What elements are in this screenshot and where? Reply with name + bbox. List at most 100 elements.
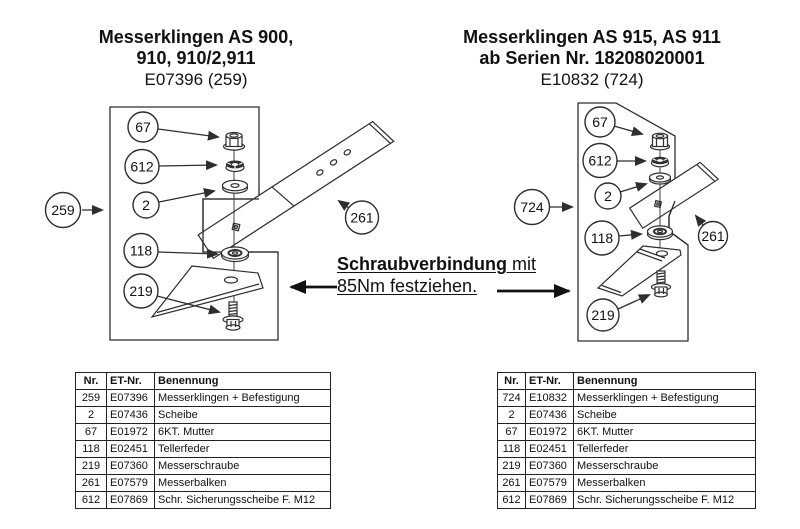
table-row: 118 E02451 Tellerfeder bbox=[75, 440, 331, 458]
svg-text:219: 219 bbox=[591, 307, 615, 323]
cell-etnr: E07436 bbox=[106, 406, 155, 424]
cell-nr: 724 bbox=[497, 389, 526, 407]
cell-nr: 67 bbox=[75, 423, 107, 441]
hex-nut-67 bbox=[222, 131, 246, 151]
left-title-line1: Messerklingen AS 900, bbox=[98, 27, 294, 47]
cell-nr: 67 bbox=[497, 423, 526, 441]
figure-border-notch bbox=[668, 200, 689, 246]
blade-screw-219 bbox=[650, 270, 672, 298]
table-row: 2 E07436 Scheibe bbox=[75, 406, 331, 424]
lock-washer-612 bbox=[225, 160, 245, 173]
col-header-benennung: Benennung bbox=[573, 372, 756, 390]
svg-text:2: 2 bbox=[142, 197, 150, 213]
svg-text:219: 219 bbox=[129, 283, 153, 299]
cell-etnr: E02451 bbox=[525, 440, 574, 458]
cell-etnr: E07869 bbox=[525, 491, 574, 509]
table-row: 259 E07396 Messerklingen + Befestigung bbox=[75, 389, 331, 407]
cell-etnr: E01972 bbox=[525, 423, 574, 441]
cell-nr: 612 bbox=[497, 491, 526, 509]
leader-arrows-right bbox=[550, 125, 707, 310]
svg-text:612: 612 bbox=[588, 153, 612, 169]
svg-text:261: 261 bbox=[350, 210, 374, 226]
table-row: 219 E07360 Messerschraube bbox=[75, 457, 331, 475]
svg-text:67: 67 bbox=[135, 119, 151, 135]
table-header-row: Nr. ET-Nr. Benennung bbox=[75, 372, 331, 390]
callout-612-left: 612 bbox=[124, 148, 160, 185]
washer-2 bbox=[221, 179, 249, 194]
callout-2-left: 2 bbox=[132, 191, 160, 219]
callout-612-right: 612 bbox=[582, 142, 618, 179]
left-title-code: E07396 (259) bbox=[144, 70, 248, 89]
col-header-benennung: Benennung bbox=[154, 372, 331, 390]
table-row: 724 E10832 Messerklingen + Befestigung bbox=[497, 389, 756, 407]
torque-note-bold: Schraubverbindung bbox=[337, 254, 508, 274]
col-header-nr: Nr. bbox=[497, 372, 526, 390]
callout-118-left: 118 bbox=[123, 232, 159, 269]
table-header-row: Nr. ET-Nr. Benennung bbox=[497, 372, 756, 390]
torque-note-arrows bbox=[289, 280, 571, 298]
svg-text:261: 261 bbox=[701, 228, 725, 244]
cell-nr: 219 bbox=[75, 457, 107, 475]
exploded-diagrams: 67 612 2 118 219 259 bbox=[44, 102, 729, 342]
table-row: 2 E07436 Scheibe bbox=[497, 406, 756, 424]
cell-nr: 118 bbox=[75, 440, 107, 458]
disc-spring-118 bbox=[646, 225, 674, 241]
lock-washer-612 bbox=[650, 156, 670, 168]
left-title: Messerklingen AS 900, 910, 910/2,911 E07… bbox=[36, 27, 356, 90]
blade-219 bbox=[150, 265, 264, 319]
svg-text:724: 724 bbox=[520, 199, 544, 215]
cell-nr: 612 bbox=[75, 491, 107, 509]
callout-724: 724 bbox=[513, 188, 551, 226]
table-row: 612 E07869 Schr. Sicherungsscheibe F. M1… bbox=[75, 491, 331, 509]
disc-spring-118 bbox=[220, 246, 250, 263]
callout-219-right: 219 bbox=[586, 298, 620, 332]
svg-text:118: 118 bbox=[130, 243, 153, 259]
diagram-right: 67 612 2 118 219 724 bbox=[513, 102, 729, 342]
cell-benennung: Messerbalken bbox=[154, 474, 331, 492]
table-row: 261 E07579 Messerbalken bbox=[497, 474, 756, 492]
cell-benennung: Messerschraube bbox=[154, 457, 331, 475]
cell-benennung: 6KT. Mutter bbox=[573, 423, 756, 441]
svg-text:612: 612 bbox=[130, 159, 154, 175]
cell-benennung: Scheibe bbox=[154, 406, 331, 424]
svg-text:259: 259 bbox=[51, 202, 75, 218]
cell-benennung: Messerklingen + Befestigung bbox=[573, 389, 756, 407]
cell-benennung: Messerklingen + Befestigung bbox=[154, 389, 331, 407]
diagram-left: 67 612 2 118 219 259 bbox=[44, 106, 395, 341]
col-header-nr: Nr. bbox=[75, 372, 107, 390]
cell-etnr: E07436 bbox=[525, 406, 574, 424]
hex-nut-67 bbox=[649, 132, 671, 151]
callout-259: 259 bbox=[44, 191, 82, 229]
cell-benennung: Schr. Sicherungsscheibe F. M12 bbox=[154, 491, 331, 509]
cell-etnr: E07360 bbox=[106, 457, 155, 475]
parts-table-right: Nr. ET-Nr. Benennung 724 E10832 Messerkl… bbox=[497, 372, 756, 509]
svg-text:118: 118 bbox=[591, 230, 614, 246]
cell-etnr: E07579 bbox=[106, 474, 155, 492]
blade-bar-261 bbox=[628, 161, 720, 230]
cell-etnr: E10832 bbox=[525, 389, 574, 407]
cell-benennung: Schr. Sicherungsscheibe F. M12 bbox=[573, 491, 756, 509]
cell-benennung: Scheibe bbox=[573, 406, 756, 424]
table-row: 219 E07360 Messerschraube bbox=[497, 457, 756, 475]
torque-note-line1: Schraubverbindung mit bbox=[337, 254, 536, 276]
cell-nr: 261 bbox=[497, 474, 526, 492]
table-row: 67 E01972 6KT. Mutter bbox=[497, 423, 756, 441]
cell-nr: 259 bbox=[75, 389, 107, 407]
right-title-code: E10832 (724) bbox=[540, 70, 644, 89]
blade-219 bbox=[596, 245, 682, 297]
svg-text:2: 2 bbox=[604, 188, 612, 204]
cell-benennung: Tellerfeder bbox=[573, 440, 756, 458]
table-row: 67 E01972 6KT. Mutter bbox=[75, 423, 331, 441]
cell-etnr: E07396 bbox=[106, 389, 155, 407]
torque-note-rest: mit bbox=[507, 254, 537, 274]
cell-nr: 2 bbox=[75, 406, 107, 424]
svg-text:67: 67 bbox=[592, 114, 608, 130]
table-row: 118 E02451 Tellerfeder bbox=[497, 440, 756, 458]
torque-note: Schraubverbindung mit 85Nm festziehen. bbox=[337, 254, 536, 297]
cell-nr: 118 bbox=[497, 440, 526, 458]
callout-219-left: 219 bbox=[123, 273, 159, 309]
table-row: 612 E07869 Schr. Sicherungsscheibe F. M1… bbox=[497, 491, 756, 509]
cell-nr: 219 bbox=[497, 457, 526, 475]
cell-etnr: E07360 bbox=[525, 457, 574, 475]
cell-etnr: E07579 bbox=[525, 474, 574, 492]
